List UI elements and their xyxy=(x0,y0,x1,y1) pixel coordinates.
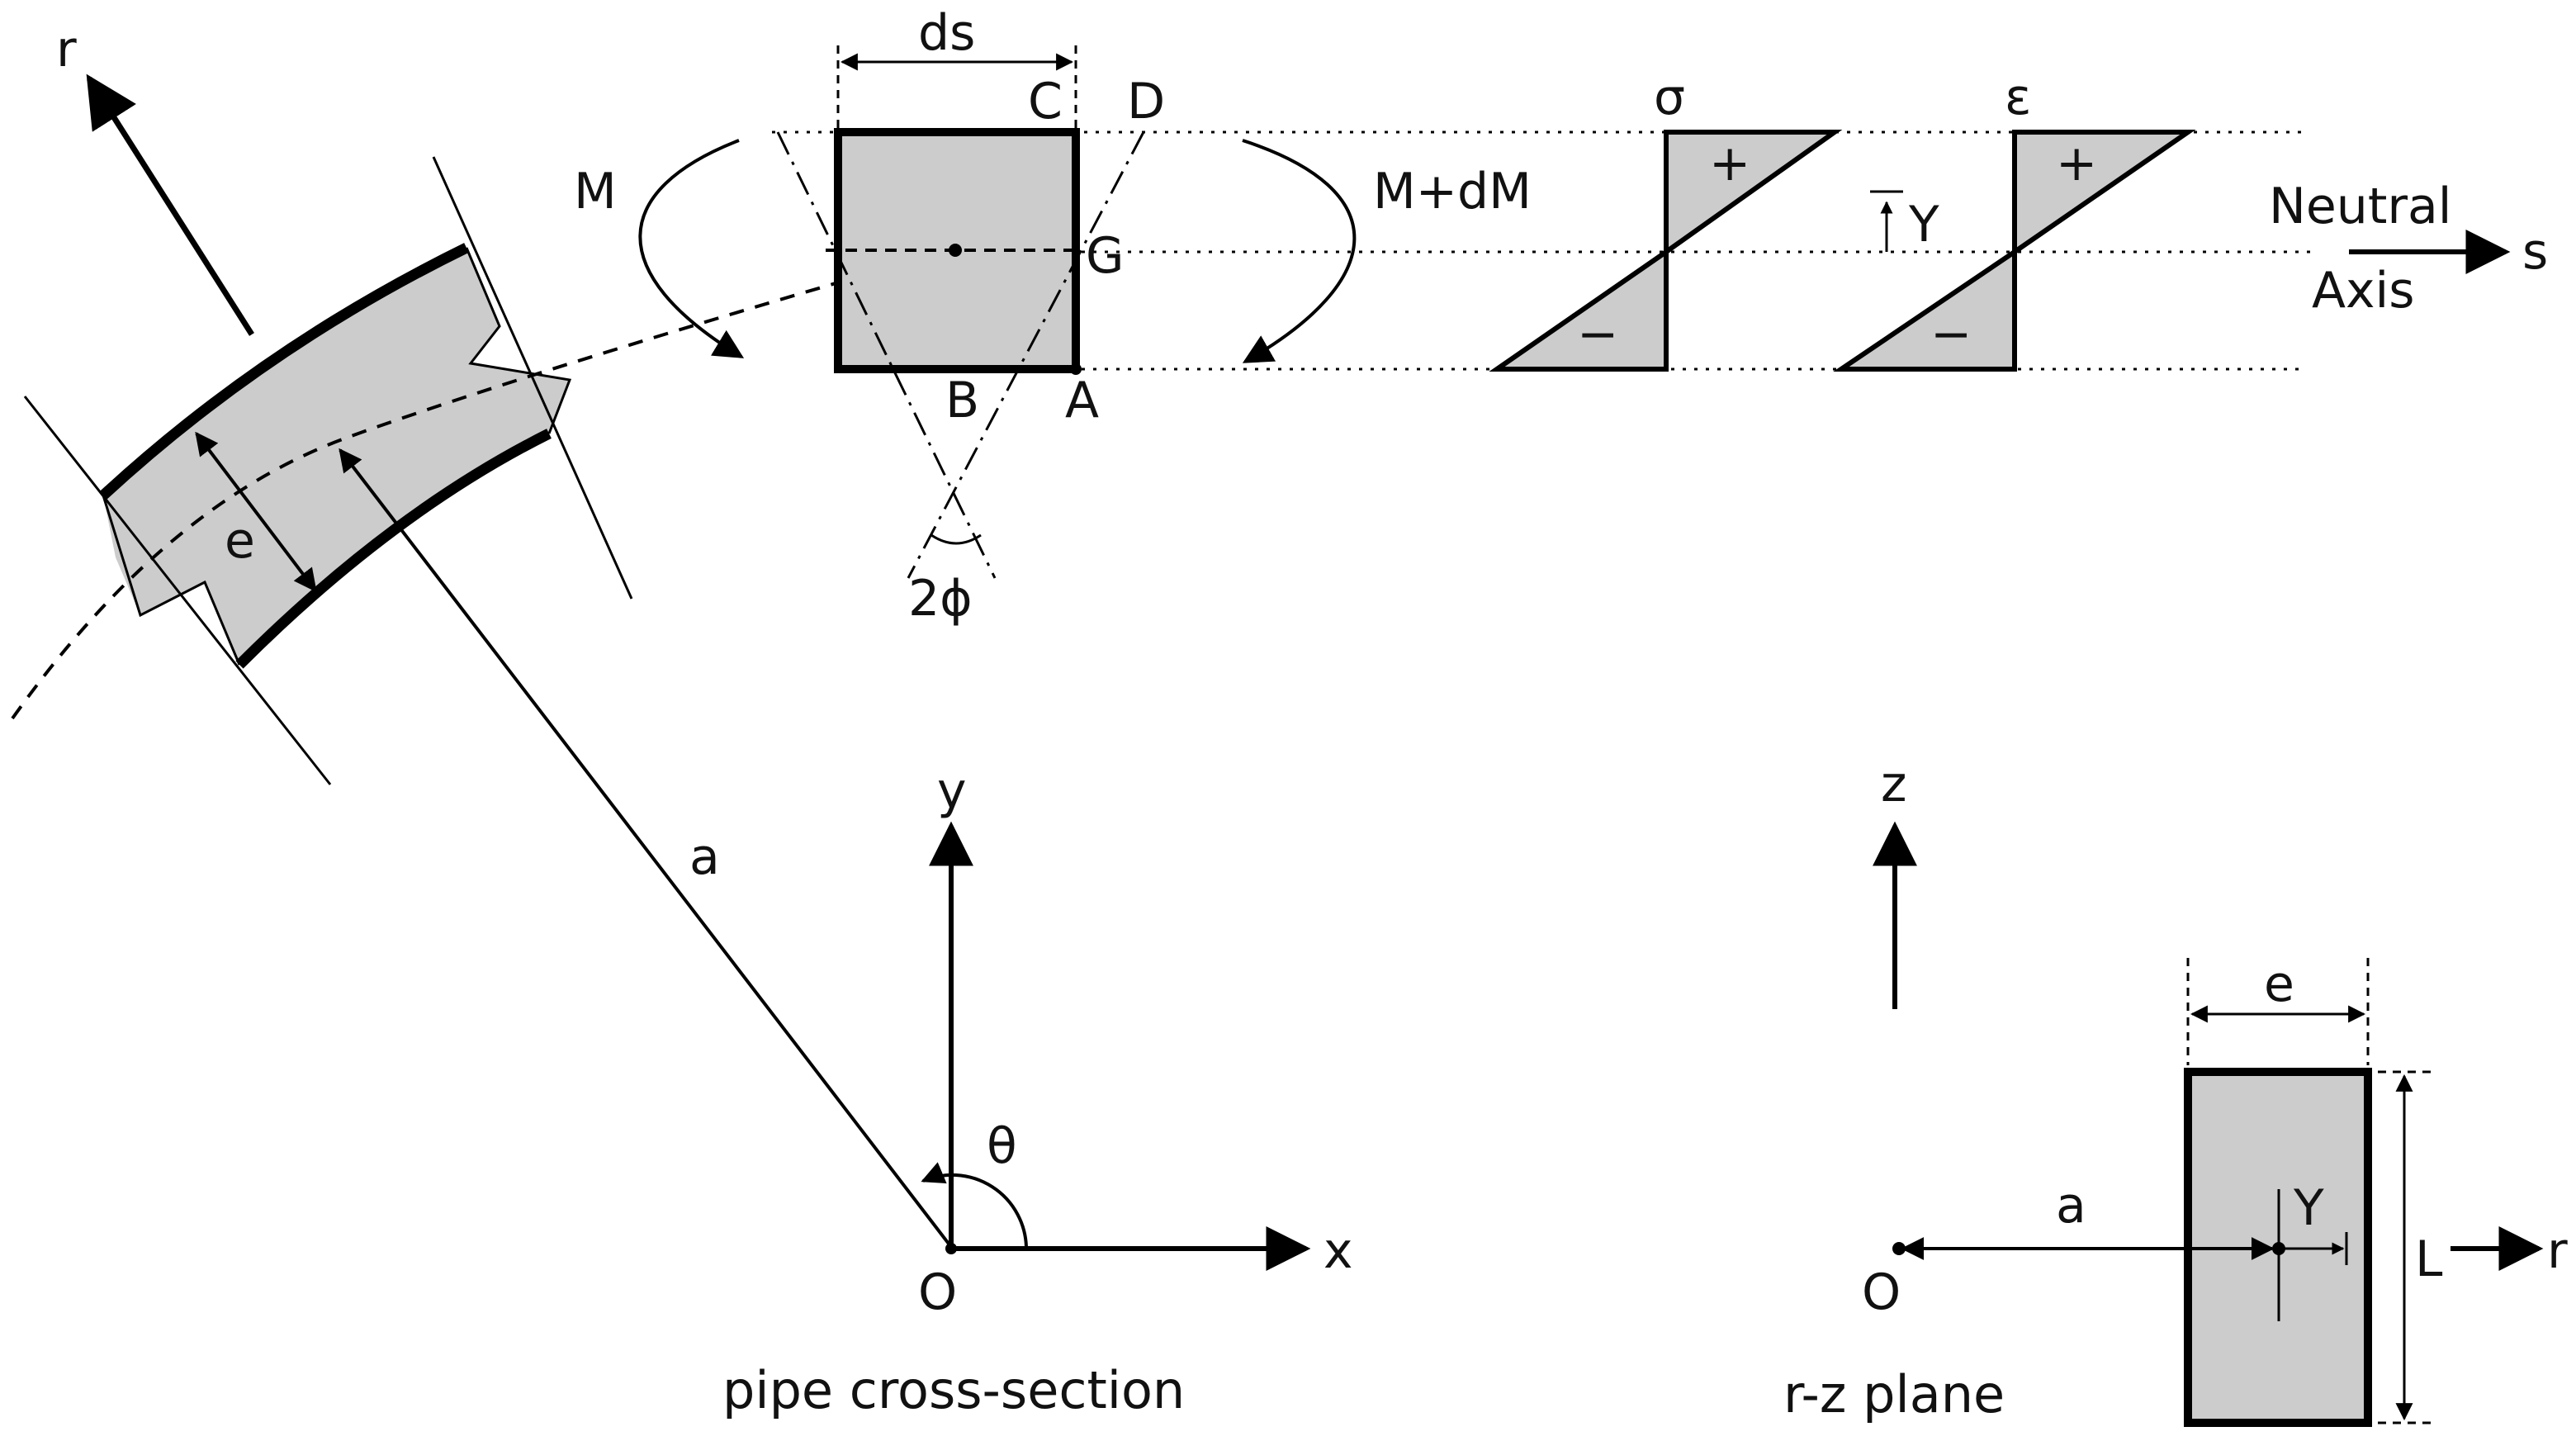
stress-distribution xyxy=(1489,130,1903,372)
theta-label: θ xyxy=(987,1117,1017,1175)
B-label: B xyxy=(945,372,979,429)
ds-label: ds xyxy=(918,4,975,62)
D-label: D xyxy=(1127,73,1165,130)
M-dM-label: M+dM xyxy=(1373,163,1532,220)
C-label: C xyxy=(1028,73,1063,130)
two-phi-label: 2ϕ xyxy=(908,570,973,628)
origin-O-left xyxy=(945,1243,957,1254)
r-axis-arrow xyxy=(86,73,254,336)
pipe-cross-section-axes xyxy=(921,821,1311,1271)
neutral-axis-arc xyxy=(11,246,959,720)
axis-label: Axis xyxy=(2312,262,2414,320)
element-ds xyxy=(638,45,2312,579)
L-label: L xyxy=(2415,1230,2443,1288)
a-radius-label: a xyxy=(689,828,720,886)
e-dimension-arrow xyxy=(195,431,317,593)
moment-M-dM-arrow xyxy=(1242,139,1357,363)
pipe-caption: pipe cross-section xyxy=(722,1360,1185,1420)
cut-line-right xyxy=(907,131,1145,579)
pipe-break-left xyxy=(102,495,241,666)
pipe-wall-segment xyxy=(11,73,959,1249)
pipe-inner-edge xyxy=(235,429,552,669)
moment-M-arrow xyxy=(638,139,745,358)
y-label: y xyxy=(937,762,967,820)
O-left-label: O xyxy=(918,1263,957,1321)
rz-centroid xyxy=(2272,1242,2285,1255)
neutral-label: Neutral xyxy=(2269,178,2451,235)
origin-O-right xyxy=(1892,1242,1906,1255)
rz-plane xyxy=(1873,821,2544,1427)
strain-positive-triangle xyxy=(2012,130,2196,257)
section-line-right xyxy=(432,156,633,600)
stress-Y-label: Y xyxy=(1908,196,1939,254)
a-rz-label: a xyxy=(2056,1177,2086,1235)
A-label: A xyxy=(1065,372,1099,429)
stress-negative-triangle xyxy=(1489,247,1669,372)
sigma-label: σ xyxy=(1654,69,1685,126)
pipe-outer-edge xyxy=(99,243,469,500)
a-radius-arrow xyxy=(339,448,953,1249)
two-phi-arc xyxy=(930,533,982,545)
strain-minus-label: − xyxy=(1930,306,1972,363)
rz-caption: r-z plane xyxy=(1783,1364,2005,1424)
epsilon-label: ε xyxy=(2005,69,2031,126)
strain-distribution xyxy=(1833,130,2511,372)
cut-line-left xyxy=(776,131,997,579)
r-top-label: r xyxy=(56,21,77,78)
stress-minus-label: − xyxy=(1577,306,1618,363)
element-centroid xyxy=(949,244,962,257)
x-label: x xyxy=(1324,1222,1353,1280)
e-pipe-label: e xyxy=(225,512,255,570)
O-right-label: O xyxy=(1862,1263,1901,1321)
strain-negative-triangle xyxy=(1833,247,2017,372)
G-label: G xyxy=(1086,227,1125,285)
point-A xyxy=(1070,363,1082,375)
s-label: s xyxy=(2522,223,2548,281)
stress-plus-label: + xyxy=(1709,135,1750,192)
e-rect-label: e xyxy=(2264,955,2294,1013)
pipe-break-right xyxy=(465,247,572,434)
z-label: z xyxy=(1881,756,1907,813)
section-line-left xyxy=(23,396,332,785)
stress-positive-triangle xyxy=(1664,130,1843,257)
strain-plus-label: + xyxy=(2056,135,2097,192)
M-label: M xyxy=(574,163,617,220)
r-rz-label: r xyxy=(2547,1222,2568,1280)
Y-rz-label: Y xyxy=(2293,1179,2324,1237)
theta-arc xyxy=(921,1162,1028,1248)
